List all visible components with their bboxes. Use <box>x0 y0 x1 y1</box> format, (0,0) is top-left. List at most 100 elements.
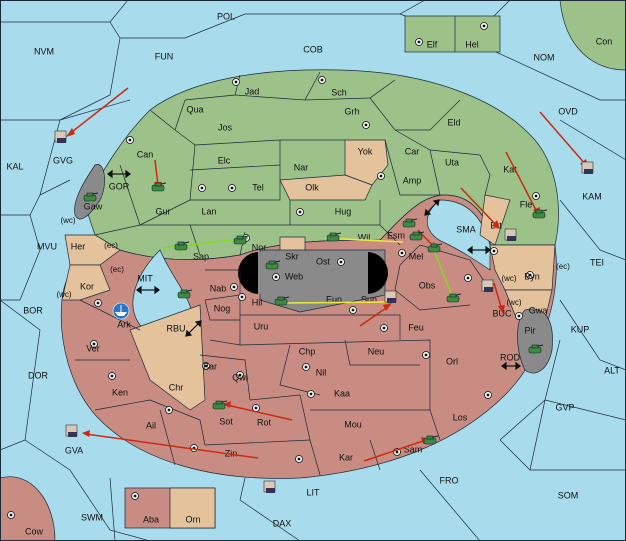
sea-ovd[interactable]: OVD <box>558 106 578 116</box>
province-uta[interactable]: Uta <box>445 157 459 167</box>
province-neu[interactable]: Neu <box>368 346 385 356</box>
province-nog[interactable]: Nog <box>214 303 231 313</box>
province-uru[interactable]: Uru <box>254 321 269 331</box>
land-cow[interactable]: Cow <box>25 526 44 536</box>
sea-kup[interactable]: KUP <box>571 324 590 334</box>
province-kat[interactable]: Kat <box>503 164 517 174</box>
province-qua[interactable]: Qua <box>186 104 203 114</box>
sea-alt[interactable]: ALT <box>604 365 620 375</box>
province-bar[interactable]: Bar <box>203 361 217 371</box>
province-gur[interactable]: Gur <box>155 206 170 216</box>
province-ken[interactable]: Ken <box>112 387 128 397</box>
province-fle[interactable]: Fle <box>520 199 533 209</box>
supply-center-feu <box>380 324 388 332</box>
province-aba[interactable]: Aba <box>143 514 159 524</box>
province-sap[interactable]: Sap <box>193 251 209 261</box>
province-mou[interactable]: Mou <box>344 419 362 429</box>
sea-tei[interactable]: TEI <box>590 257 604 267</box>
sea-fro[interactable]: FRO <box>440 475 459 485</box>
province-yok[interactable]: Yok <box>358 146 373 156</box>
province-ver[interactable]: Ver <box>86 343 100 353</box>
province-can[interactable]: Can <box>137 149 154 159</box>
province-gwa[interactable]: Gwa <box>529 305 548 315</box>
sea-sma[interactable]: SMA <box>456 224 476 234</box>
sea-kal[interactable]: KAL <box>6 161 23 171</box>
province-qwi[interactable]: Qwi <box>232 372 248 382</box>
sea-dax[interactable]: DAX <box>273 518 292 528</box>
sea-cob[interactable]: COB <box>303 44 323 54</box>
sea-fun[interactable]: FUN <box>155 51 174 61</box>
province-los[interactable]: Los <box>453 412 468 422</box>
province-eld[interactable]: Eld <box>447 117 460 127</box>
province-amp[interactable]: Amp <box>403 175 422 185</box>
province-skr[interactable]: Skr <box>285 251 299 261</box>
sea-lit[interactable]: LIT <box>306 487 320 497</box>
sea-kam[interactable]: KAM <box>582 191 602 201</box>
province-elf[interactable]: Elf <box>427 39 438 49</box>
province-byn[interactable]: Byn <box>524 271 540 281</box>
province-olk[interactable]: Olk <box>305 182 319 192</box>
province-nar[interactable]: Nar <box>294 162 309 172</box>
province-jos[interactable]: Jos <box>218 122 233 132</box>
province-feu[interactable]: Feu <box>408 322 424 332</box>
province-kor[interactable]: Kor <box>80 281 94 291</box>
province-lan[interactable]: Lan <box>201 206 216 216</box>
province-tel[interactable]: Tel <box>252 182 264 192</box>
province-kaa[interactable]: Kaa <box>334 388 350 398</box>
province-gaw[interactable]: Gaw <box>84 201 103 211</box>
province-sot[interactable]: Sot <box>219 416 233 426</box>
sea-nom[interactable]: NOM <box>534 52 555 62</box>
sea-nvm[interactable]: NVM <box>34 46 54 56</box>
province-sam[interactable]: Sam <box>404 444 423 454</box>
supply-center-kaa <box>307 390 315 398</box>
supply-center-orl <box>484 391 492 399</box>
province-zin[interactable]: Zin <box>225 448 238 458</box>
province-wil[interactable]: Wil <box>358 232 371 242</box>
sea-som[interactable]: SOM <box>558 490 579 500</box>
province-sch[interactable]: Sch <box>331 87 347 97</box>
province-mel[interactable]: Mel <box>409 251 424 261</box>
province-orn[interactable]: Orn <box>185 514 200 524</box>
province-chp[interactable]: Chp <box>299 346 316 356</box>
province-pir[interactable]: Pir <box>525 325 536 335</box>
dislodged-unit-icon <box>481 279 494 292</box>
sea-mvu[interactable]: MVU <box>37 241 57 251</box>
sea-gva[interactable]: GVA <box>65 445 83 455</box>
province-rot[interactable]: Rot <box>257 417 272 427</box>
province-obs[interactable]: Obs <box>419 280 436 290</box>
province-car[interactable]: Car <box>405 146 420 156</box>
sea-gvp[interactable]: GVP <box>555 402 574 412</box>
sea-gor[interactable]: GOR <box>109 181 130 191</box>
province-hug[interactable]: Hug <box>335 206 352 216</box>
province-eun[interactable]: Eun <box>326 294 342 304</box>
province-chr[interactable]: Chr <box>169 382 184 392</box>
province-hil[interactable]: Hil <box>252 297 263 307</box>
sea-gvg[interactable]: GVG <box>53 155 73 165</box>
province-sun[interactable]: Sun <box>361 294 377 304</box>
province-nor[interactable]: Nor <box>252 242 267 252</box>
province-elc[interactable]: Elc <box>218 155 231 165</box>
sea-rbu[interactable]: RBU <box>166 323 185 333</box>
province-nil[interactable]: Nil <box>316 367 327 377</box>
province-orl[interactable]: Orl <box>446 356 458 366</box>
province-nab[interactable]: Nab <box>210 283 227 293</box>
province-kar[interactable]: Kar <box>339 452 353 462</box>
sea-bor[interactable]: BOR <box>23 305 43 315</box>
sea-buc[interactable]: BUC <box>492 308 512 318</box>
province-ail[interactable]: Ail <box>146 420 156 430</box>
province-web[interactable]: Web <box>285 271 303 281</box>
sea-rod[interactable]: ROD <box>500 352 521 362</box>
sea-dor[interactable]: DOR <box>28 370 49 380</box>
province-ost[interactable]: Ost <box>316 256 331 266</box>
province-grh[interactable]: Grh <box>344 106 359 116</box>
sea-pol[interactable]: POL <box>217 11 235 21</box>
province-her[interactable]: Her <box>71 241 86 251</box>
province-esm[interactable]: Esm <box>387 230 405 240</box>
sea-mit[interactable]: MIT <box>137 273 153 283</box>
sea-swm[interactable]: SWM <box>81 512 103 522</box>
supply-center-sma <box>490 247 498 255</box>
land-con[interactable]: Con <box>596 36 613 46</box>
province-hel[interactable]: Hel <box>465 39 479 49</box>
province-ark[interactable]: Ark <box>117 319 131 329</box>
province-jad[interactable]: Jad <box>245 86 260 96</box>
